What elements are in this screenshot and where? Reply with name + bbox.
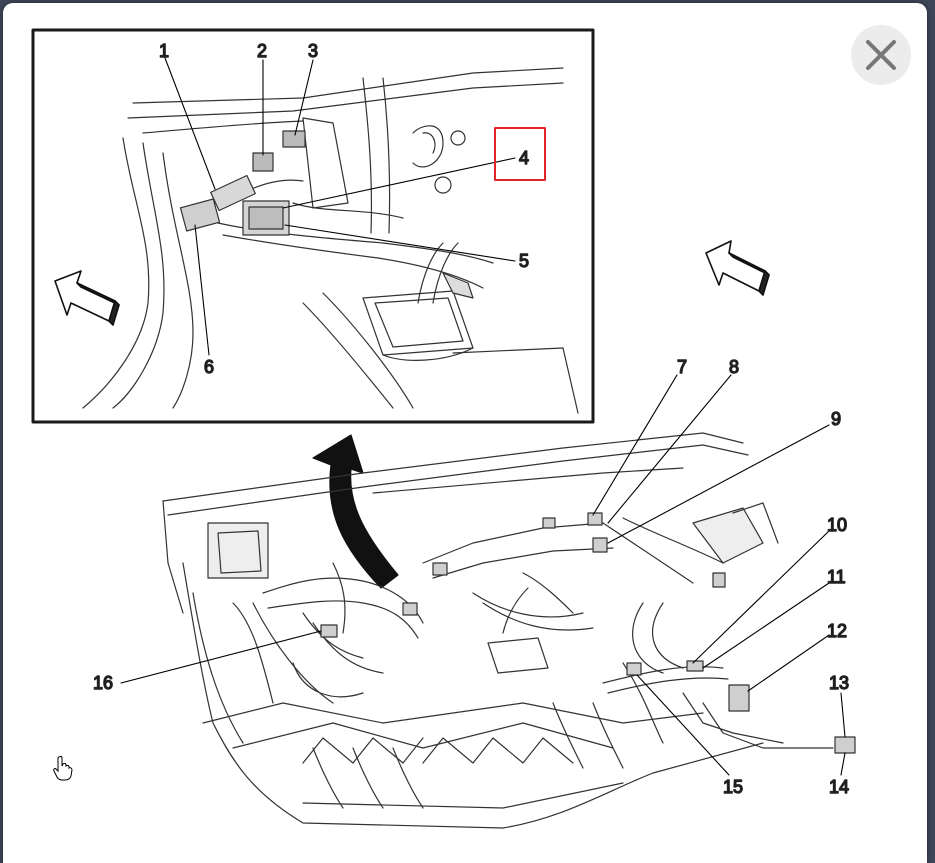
callout-15: 15 <box>723 777 743 797</box>
inset-detail-view: 1 2 3 4 5 6 <box>31 28 595 424</box>
callout-8: 8 <box>729 357 739 377</box>
callout-16: 16 <box>93 673 113 693</box>
callout-3: 3 <box>308 41 318 61</box>
image-viewer-window: 1 2 3 4 5 6 <box>3 3 927 863</box>
zoom-pointer-arrow <box>312 434 399 589</box>
callout-9: 9 <box>831 409 841 429</box>
main-instrument-panel-view <box>162 240 856 829</box>
wiring-harness-diagram: 1 2 3 4 5 6 <box>31 28 856 829</box>
callout-14: 14 <box>829 777 849 797</box>
callout-4-highlight-box <box>494 127 546 181</box>
callout-4: 4 <box>519 148 529 168</box>
callout-12: 12 <box>827 621 847 641</box>
callout-6: 6 <box>204 357 214 377</box>
close-icon <box>866 40 896 70</box>
main-leader-lines <box>120 374 846 776</box>
callout-7: 7 <box>677 357 687 377</box>
callout-1: 1 <box>159 41 169 61</box>
callout-11: 11 <box>827 567 846 587</box>
callout-13: 13 <box>829 673 849 693</box>
callout-5: 5 <box>519 251 529 271</box>
close-button[interactable] <box>851 25 911 85</box>
callout-10: 10 <box>827 515 847 535</box>
callout-2: 2 <box>257 41 267 61</box>
hand-pointer-icon <box>53 755 73 781</box>
inset-border <box>31 28 595 424</box>
inset-direction-arrow <box>54 270 120 326</box>
main-direction-arrow <box>705 240 770 296</box>
